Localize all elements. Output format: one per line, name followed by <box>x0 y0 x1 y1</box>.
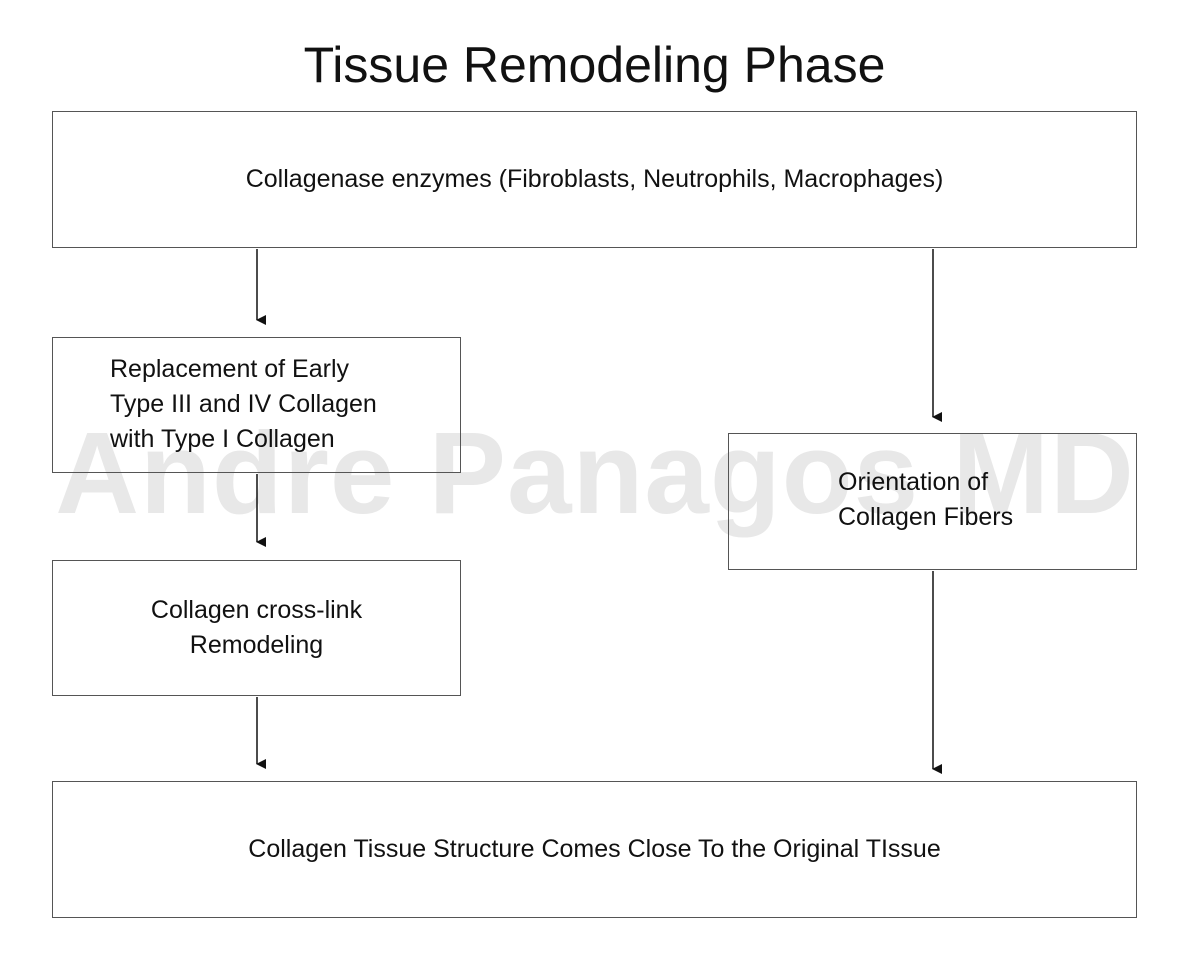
collagen-replacement-box: Replacement of Early Type III and IV Col… <box>52 337 461 473</box>
collagenase-enzymes-box: Collagenase enzymes (Fibroblasts, Neutro… <box>52 111 1137 248</box>
fiber-orientation-box: Orientation of Collagen Fibers <box>728 433 1137 570</box>
collagen-replacement-text: Replacement of Early Type III and IV Col… <box>110 354 377 453</box>
watermark-text: Andre Panagos MD <box>55 408 1135 538</box>
crosslink-remodeling-box: Collagen cross-link Remodeling <box>52 560 461 696</box>
tissue-structure-text: Collagen Tissue Structure Comes Close To… <box>248 835 941 863</box>
tissue-structure-box: Collagen Tissue Structure Comes Close To… <box>52 781 1137 918</box>
collagenase-enzymes-text: Collagenase enzymes (Fibroblasts, Neutro… <box>245 165 944 193</box>
diagram-title: Tissue Remodeling Phase <box>303 37 886 93</box>
fiber-orientation-text: Orientation of Collagen Fibers <box>838 467 1014 531</box>
crosslink-remodeling-text: Collagen cross-link Remodeling <box>150 596 363 659</box>
